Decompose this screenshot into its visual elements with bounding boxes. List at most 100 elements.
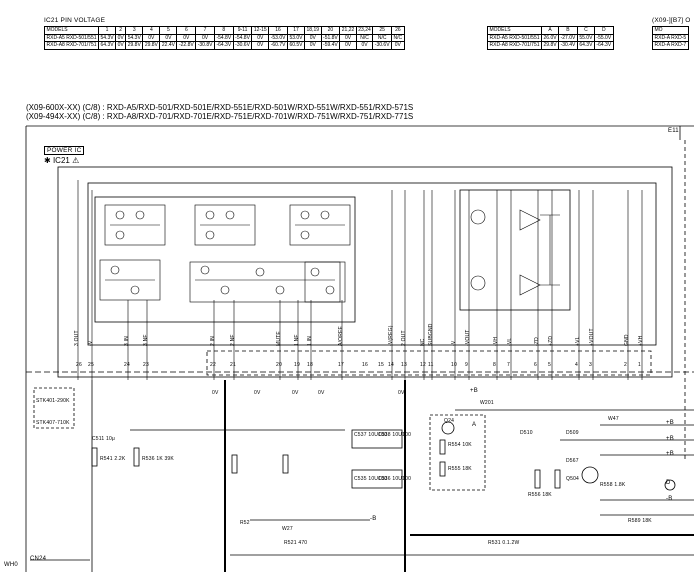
table-cell: -30.6V — [372, 41, 393, 50]
pin-number-label: 8 — [493, 362, 496, 368]
c538-label: C538 10U100 — [378, 432, 412, 438]
pin-name-label: +VL — [575, 336, 581, 346]
pin-name-label: +VOUT — [589, 328, 595, 346]
table-cell: -59.4V — [320, 41, 341, 50]
pin-name-label: +ZD — [548, 335, 554, 346]
zero-volt-label: 0V — [398, 390, 405, 396]
pin-name-label: MUTE — [276, 331, 282, 346]
r521-label: R521 470 — [284, 540, 308, 546]
c537-label: C537 10U100 — [354, 432, 388, 438]
w27-label: W27 — [282, 526, 293, 532]
pin-number-label: 22 — [210, 362, 216, 368]
r558-label: R558 1.8K — [600, 482, 626, 488]
table-row: RXD-A RXD-7 — [652, 41, 689, 50]
table-cell: -64.3V — [593, 41, 614, 50]
pin-name-label: A/OREE — [338, 325, 344, 346]
pin-name-label: -V — [88, 340, 94, 346]
pin-number-label: 23 — [143, 362, 149, 368]
zero-volt-label: 0V — [254, 390, 261, 396]
node-mark-minus-b-2: -B — [666, 496, 673, 502]
pin-number-label: 24 — [124, 362, 130, 368]
pin-number-label: 2 — [624, 362, 627, 368]
star-icon: ✱ — [44, 156, 51, 165]
pin-name-label: 2 IN — [210, 336, 216, 346]
variant-header-line-2: (X09-494X-XX) (C/8) : RXD-A8/RXD-701/RXD… — [26, 112, 414, 121]
node-mark-minus-b: -B — [370, 516, 377, 522]
pin-number-label: 13 — [401, 362, 407, 368]
pin-name-label: -V(REG) — [388, 325, 394, 346]
variant-label-2: STK407-710K — [36, 420, 70, 426]
ic-name: IC21 — [52, 156, 70, 165]
power-ic-label: POWER IC — [44, 146, 85, 155]
c536-label: C536 10U100 — [378, 476, 412, 482]
d567-label: D567 — [566, 458, 579, 464]
pin-name-label: -VL — [507, 337, 513, 346]
d509-label: D509 — [566, 430, 579, 436]
pin-number-label: 14 — [388, 362, 394, 368]
pin-number-label: 9 — [465, 362, 468, 368]
w47-label: W47 — [608, 416, 619, 422]
ic21-label: ✱ IC21 ⚠ — [44, 156, 79, 165]
q504-label: Q504 — [566, 476, 580, 482]
e11-label: E11 — [668, 128, 679, 134]
pin-number-label: 19 — [294, 362, 300, 368]
variant-label-1: STK401-290K — [36, 398, 70, 404]
r52-label: R52 — [240, 520, 250, 526]
c511-label: C511 10μ — [92, 436, 116, 442]
pin-number-label: 17 — [338, 362, 344, 368]
ic21-table-caption: IC21 PIN VOLTAGE — [44, 17, 106, 24]
r554-label: R554 10K — [448, 442, 472, 448]
pin-number-label: 4 — [575, 362, 578, 368]
pin-number-label: 15 — [378, 362, 384, 368]
zero-volt-label: 0V — [212, 390, 219, 396]
pin-name-label: 3 IN — [124, 336, 130, 346]
variant-header-line-1: (X09-600X-XX) (C/8) : RXD-A5/RXD-501/RXD… — [26, 103, 414, 112]
table-cell: 0V — [115, 41, 127, 50]
c535-label: C535 10U100 — [354, 476, 388, 482]
pin-name-label: -ZD — [534, 337, 540, 346]
table-cell: 29.8V — [541, 41, 560, 50]
r531-label: R531 0.1.2W — [488, 540, 520, 546]
pin-name-label: 2 NF — [230, 334, 236, 346]
d510-label: D510 — [520, 430, 533, 436]
pin-name-label: 1 IN — [307, 336, 313, 346]
pin-name-label: SUBGND — [428, 323, 434, 346]
node-mark-plus-b-2: +B — [666, 436, 674, 442]
pin-number-label: 7 — [507, 362, 510, 368]
pin-name-label: -VOUT — [465, 329, 471, 346]
pin-number-label: 12 — [420, 362, 426, 368]
table-cell: 64.3V — [576, 41, 595, 50]
pin-name-label: -V — [451, 340, 457, 346]
r536-label: R536 1K 39K — [142, 456, 174, 462]
zero-volt-label: 0V — [318, 390, 325, 396]
pin-number-label: 26 — [76, 362, 82, 368]
pin-name-label: 3 OUT — [74, 330, 80, 346]
r541-label: R541 2.2K — [100, 456, 126, 462]
cn24-label: CN24 — [30, 556, 47, 562]
node-mark-plus-b: +B — [666, 420, 674, 426]
r556-label: R556 18K — [528, 492, 552, 498]
node-mark-plus-b-3: +B — [666, 451, 674, 457]
pin-number-label: 16 — [362, 362, 368, 368]
right-table-caption: (X09-][B7] O — [652, 17, 691, 24]
pin-number-label: 1 — [638, 362, 641, 368]
pin-number-label: 18 — [307, 362, 313, 368]
pin-number-label: 20 — [276, 362, 282, 368]
pin-name-label: -VH — [493, 336, 499, 346]
r555-label: R555 18K — [448, 466, 472, 472]
q24-label: Q24 — [444, 418, 455, 424]
pin-name-label: 2 OUT — [401, 330, 407, 346]
node-mark-b: +B — [470, 388, 478, 394]
w201-label: W201 — [480, 400, 494, 406]
warning-icon: ⚠ — [72, 156, 80, 165]
table-cell: 60.5V — [286, 41, 306, 50]
pin-name-label: NC — [420, 338, 426, 346]
pin-number-label: 11 — [428, 362, 434, 368]
zero-volt-label: 0V — [292, 390, 299, 396]
